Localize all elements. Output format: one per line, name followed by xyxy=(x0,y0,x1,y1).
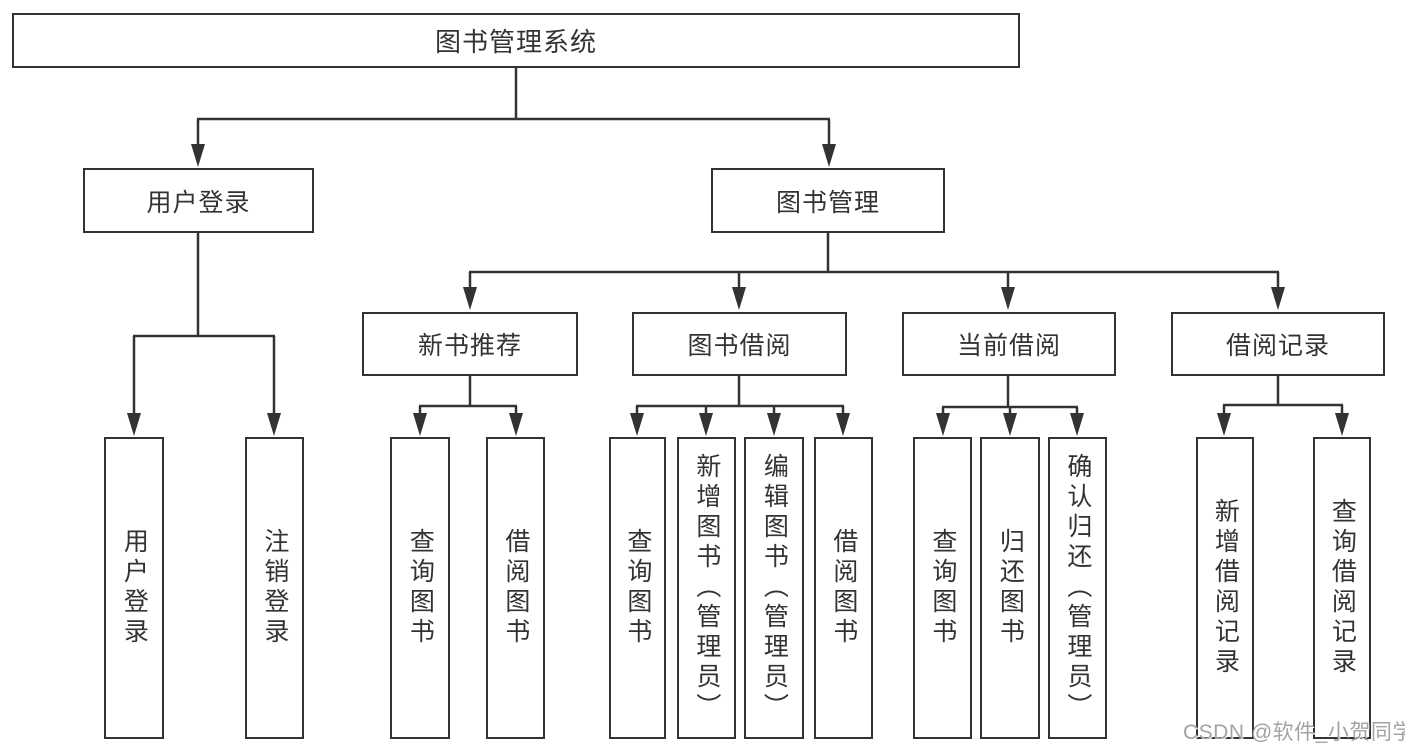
node-book-borrow-label: 图书借阅 xyxy=(687,332,792,360)
node-borrow-record-label: 借阅记录 xyxy=(1225,332,1330,360)
leaf-query-books-recommend-label: 查询图书 xyxy=(406,528,435,648)
leaf-query-borrow-record-label: 查询借阅记录 xyxy=(1328,498,1357,678)
leaf-add-book-admin-label: 新增图书（管理员） xyxy=(692,453,721,723)
leaf-user-login: 用户登录 xyxy=(104,437,164,739)
node-book-management-label: 图书管理 xyxy=(775,188,880,217)
leaf-add-book-admin: 新增图书（管理员） xyxy=(677,437,736,739)
node-current-borrow: 当前借阅 xyxy=(902,312,1116,376)
leaf-logout: 注销登录 xyxy=(245,437,304,739)
leaf-query-borrow-record: 查询借阅记录 xyxy=(1313,437,1371,739)
node-user-login: 用户登录 xyxy=(83,168,314,233)
leaf-borrow-books-recommend: 借阅图书 xyxy=(486,437,545,739)
leaf-query-books-borrow: 查询图书 xyxy=(609,437,666,739)
leaf-return-book: 归还图书 xyxy=(980,437,1040,739)
leaf-query-books-borrow-label: 查询图书 xyxy=(623,528,652,648)
node-new-book-recommend-label: 新书推荐 xyxy=(417,332,522,360)
leaf-borrow-books-recommend-label: 借阅图书 xyxy=(501,528,530,648)
node-current-borrow-label: 当前借阅 xyxy=(956,332,1061,360)
leaf-borrow-books-2-label: 借阅图书 xyxy=(829,528,858,648)
leaf-user-login-label: 用户登录 xyxy=(120,528,149,648)
node-borrow-record: 借阅记录 xyxy=(1171,312,1385,376)
leaf-add-borrow-record: 新增借阅记录 xyxy=(1196,437,1254,739)
leaf-confirm-return-admin-label: 确认归还（管理员） xyxy=(1063,453,1092,723)
node-book-borrow: 图书借阅 xyxy=(632,312,847,376)
node-root-label: 图书管理系统 xyxy=(434,27,597,57)
leaf-query-books-recommend: 查询图书 xyxy=(390,437,450,739)
watermark: CSDN @软件_小贺同学 xyxy=(1183,721,1405,744)
node-user-login-label: 用户登录 xyxy=(146,188,251,217)
leaf-query-books-current-label: 查询图书 xyxy=(928,528,957,648)
node-root-library-system: 图书管理系统 xyxy=(12,13,1020,68)
leaf-edit-book-admin-label: 编辑图书（管理员） xyxy=(760,453,789,723)
leaf-logout-label: 注销登录 xyxy=(260,528,289,648)
leaf-query-books-current: 查询图书 xyxy=(913,437,972,739)
leaf-borrow-books-2: 借阅图书 xyxy=(814,437,873,739)
node-book-management: 图书管理 xyxy=(711,168,945,233)
leaf-return-book-label: 归还图书 xyxy=(996,528,1025,648)
arrowhead-group xyxy=(127,144,1349,436)
leaf-edit-book-admin: 编辑图书（管理员） xyxy=(744,437,804,739)
leaf-confirm-return-admin: 确认归还（管理员） xyxy=(1048,437,1107,739)
node-new-book-recommend: 新书推荐 xyxy=(362,312,578,376)
leaf-add-borrow-record-label: 新增借阅记录 xyxy=(1211,498,1240,678)
